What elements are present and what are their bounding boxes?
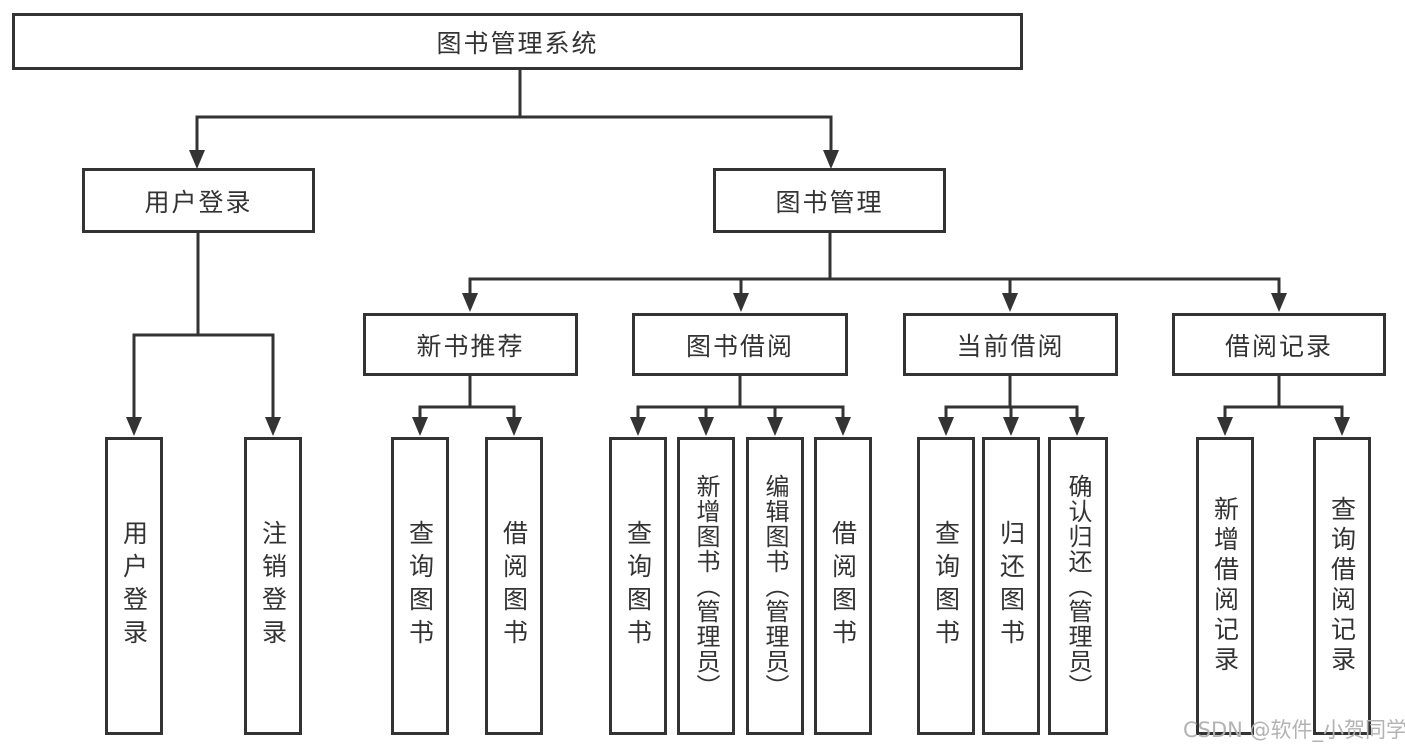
connector-borrow-record-to-leaves [1217, 374, 1350, 436]
arrow-down-icon [1002, 293, 1018, 312]
arrow-down-icon [733, 293, 749, 312]
leaf-logout: 注销登录 [244, 437, 302, 735]
connector-user-login-to-leaves [126, 231, 281, 436]
arrow-down-icon [835, 417, 851, 436]
arrow-down-icon [189, 150, 205, 169]
leaf-bb-borrow-book-label: 借阅图书 [828, 520, 858, 652]
connector-new-book-to-leaves [412, 374, 522, 436]
leaf-br-query-record: 查询借阅记录 [1313, 437, 1371, 735]
node-book-borrow: 图书借阅 [632, 313, 848, 376]
leaf-logout-label: 注销登录 [258, 520, 288, 652]
arrow-down-icon [1334, 417, 1350, 436]
node-root-label: 图书管理系统 [436, 28, 599, 58]
leaf-user-login-label: 用户登录 [119, 520, 149, 652]
node-borrow-record: 借阅记录 [1172, 313, 1386, 376]
leaf-nb-borrow-book: 借阅图书 [485, 437, 543, 735]
node-book-mgmt-label: 图书管理 [775, 187, 884, 217]
node-new-book-recommend: 新书推荐 [363, 313, 578, 376]
node-user-login-label: 用户登录 [144, 187, 253, 217]
leaf-bb-query-book-label: 查询图书 [623, 520, 653, 652]
leaf-nb-query-book: 查询图书 [391, 437, 449, 735]
node-user-login: 用户登录 [82, 168, 315, 233]
arrow-down-icon [265, 417, 281, 436]
leaf-bb-edit-book-admin-label: 编辑图书（管理员） [761, 473, 789, 699]
leaf-nb-query-book-label: 查询图书 [405, 520, 435, 652]
arrow-down-icon [698, 417, 714, 436]
arrow-down-icon [1069, 417, 1085, 436]
arrow-down-icon [767, 417, 783, 436]
leaf-cb-return-book-label: 归还图书 [996, 520, 1026, 652]
node-current-borrow: 当前借阅 [903, 313, 1118, 376]
arrow-down-icon [1271, 293, 1287, 312]
leaf-br-query-record-label: 查询借阅记录 [1327, 496, 1357, 676]
arrow-down-icon [506, 417, 522, 436]
node-root-system: 图书管理系统 [12, 13, 1023, 70]
arrow-down-icon [938, 417, 954, 436]
arrow-down-icon [823, 150, 839, 169]
arrow-down-icon [126, 417, 142, 436]
leaf-bb-borrow-book: 借阅图书 [814, 437, 872, 735]
csdn-watermark: CSDN @软件_小贺同学 [1183, 718, 1405, 742]
connector-book-mgmt-to-level3 [462, 231, 1287, 312]
arrow-down-icon [412, 417, 428, 436]
leaf-cb-query-book: 查询图书 [917, 437, 975, 735]
leaf-bb-add-book-admin-label: 新增图书（管理员） [692, 473, 720, 699]
leaf-cb-return-book: 归还图书 [982, 437, 1040, 735]
leaf-br-add-record-label: 新增借阅记录 [1210, 496, 1240, 676]
leaf-bb-add-book-admin: 新增图书（管理员） [677, 437, 735, 735]
leaf-cb-confirm-return-admin-label: 确认归还（管理员） [1064, 473, 1092, 699]
leaf-bb-query-book: 查询图书 [609, 437, 667, 735]
arrow-down-icon [1217, 417, 1233, 436]
leaf-cb-query-book-label: 查询图书 [931, 520, 961, 652]
connector-book-borrow-to-leaves [630, 374, 851, 436]
arrow-down-icon [462, 293, 478, 312]
node-new-book-recommend-label: 新书推荐 [416, 331, 525, 361]
leaf-cb-confirm-return-admin: 确认归还（管理员） [1048, 437, 1108, 735]
node-book-mgmt: 图书管理 [713, 168, 946, 233]
arrow-down-icon [630, 417, 646, 436]
leaf-bb-edit-book-admin: 编辑图书（管理员） [746, 437, 804, 735]
connector-current-borrow-to-leaves [938, 374, 1085, 436]
connector-root-to-level2 [189, 68, 839, 169]
node-book-borrow-label: 图书借阅 [685, 331, 794, 361]
leaf-user-login: 用户登录 [105, 437, 163, 735]
leaf-br-add-record: 新增借阅记录 [1196, 437, 1254, 735]
node-current-borrow-label: 当前借阅 [956, 331, 1065, 361]
leaf-nb-borrow-book-label: 借阅图书 [499, 520, 529, 652]
arrow-down-icon [1003, 417, 1019, 436]
node-borrow-record-label: 借阅记录 [1224, 331, 1333, 361]
